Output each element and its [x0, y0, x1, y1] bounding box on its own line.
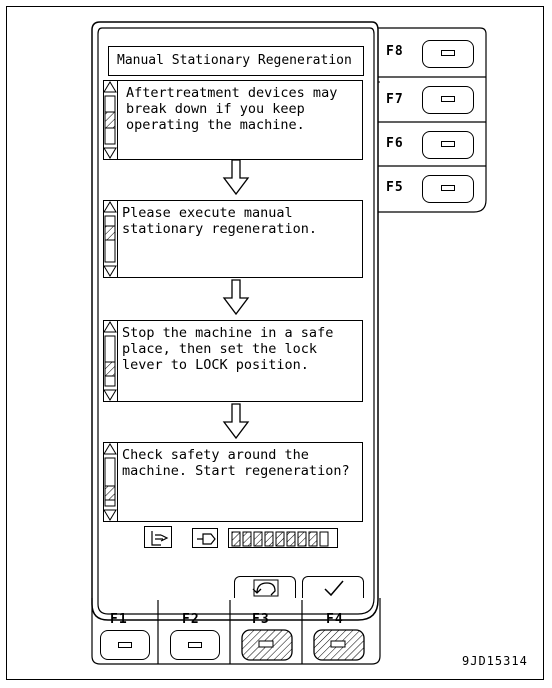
key-indicator	[118, 642, 132, 648]
message-text: Aftertreatment devices may break down if…	[126, 85, 338, 133]
bottom-key-f1[interactable]	[100, 630, 150, 660]
checkmark-icon	[324, 580, 344, 597]
side-key-label-f5: F5	[386, 180, 404, 195]
figure-frame	[6, 6, 544, 680]
side-key-label-f8: F8	[386, 44, 404, 59]
key-indicator	[188, 642, 202, 648]
bottom-key-label-f2: F2	[182, 612, 200, 627]
engine-exhaust-icon	[192, 528, 218, 548]
key-indicator	[441, 96, 455, 102]
return-icon	[252, 579, 279, 597]
side-key-label-f7: F7	[386, 92, 404, 107]
scrollbar[interactable]	[104, 321, 118, 401]
regeneration-status-icon	[144, 526, 172, 548]
confirm-soft-button[interactable]	[302, 576, 364, 598]
message-text: Please execute manual stationary regener…	[122, 205, 318, 237]
message-screen-4: Check safety around the machine. Start r…	[103, 442, 363, 522]
title-bar-text: Manual Stationary Regeneration	[117, 53, 352, 68]
bottom-key-label-f4: F4	[326, 612, 344, 627]
side-key-f5[interactable]	[422, 175, 474, 203]
bottom-key-f2[interactable]	[170, 630, 220, 660]
bottom-key-label-f3: F3	[252, 612, 270, 627]
return-soft-button[interactable]	[234, 576, 296, 598]
figure-reference: 9JD15314	[462, 654, 528, 668]
message-text: Stop the machine in a safe place, then s…	[122, 325, 334, 373]
message-text: Check safety around the machine. Start r…	[122, 447, 350, 479]
key-indicator	[441, 185, 455, 191]
key-indicator	[441, 141, 455, 147]
scrollbar[interactable]	[104, 81, 118, 159]
scrollbar[interactable]	[104, 443, 118, 521]
title-bar: Manual Stationary Regeneration	[108, 46, 364, 76]
side-key-f6[interactable]	[422, 131, 474, 159]
bottom-key-label-f1: F1	[110, 612, 128, 627]
regeneration-progress-gauge	[228, 528, 338, 548]
message-screen-2: Please execute manual stationary regener…	[103, 200, 363, 278]
message-screen-1: Aftertreatment devices may break down if…	[103, 80, 363, 160]
scrollbar[interactable]	[104, 201, 118, 277]
key-indicator	[441, 50, 455, 56]
side-key-f8[interactable]	[422, 40, 474, 68]
message-screen-3: Stop the machine in a safe place, then s…	[103, 320, 363, 402]
side-key-label-f6: F6	[386, 136, 404, 151]
gauge-segments	[231, 531, 329, 547]
side-key-f7[interactable]	[422, 86, 474, 114]
